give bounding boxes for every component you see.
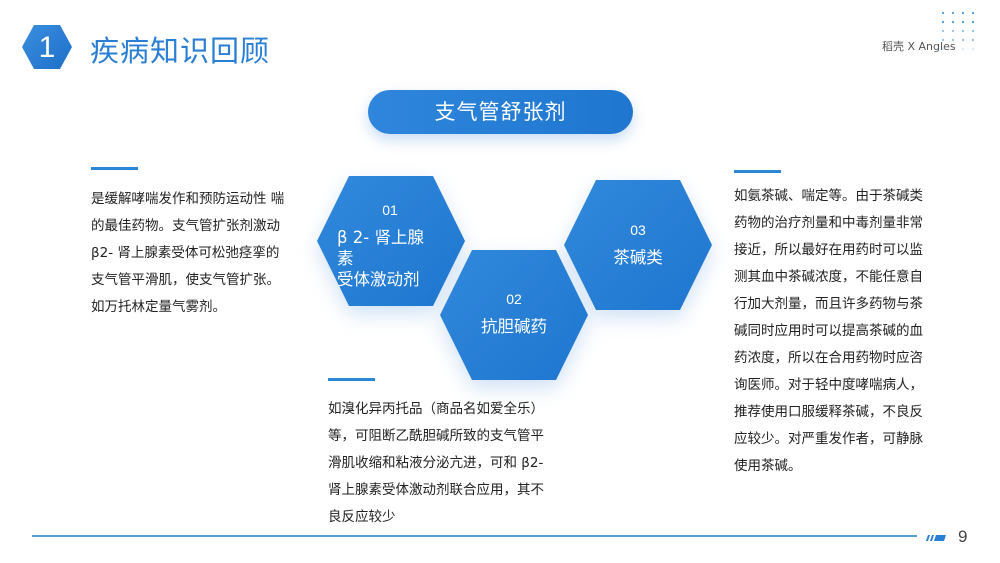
- text-line: 行加大剂量，而且许多药物与茶: [734, 296, 923, 312]
- hexagon-01-icon: [317, 176, 465, 306]
- accent-bar-right: [734, 170, 781, 173]
- text-line: 药浓度，所以在合用药物时应咨: [734, 350, 923, 366]
- page-number: 9: [958, 527, 968, 546]
- footer-stripes-icon: [926, 535, 946, 541]
- hexagon-01-line: 受体激动剂: [337, 270, 420, 289]
- accent-bar-left: [91, 167, 138, 170]
- text-line: 如万托林定量气雾剂。: [91, 299, 226, 315]
- text-line: 的最佳药物。支气管扩张剂激动: [91, 218, 280, 234]
- text-line: 测其血中茶碱浓度，不能任意自: [734, 269, 923, 285]
- text-line: 应较少。对严重发作者，可静脉: [734, 431, 923, 447]
- paragraph-middle: 如溴化异丙托品（商品名如爱全乐） 等，可阻断乙酰胆碱所致的支气管平 滑肌收缩和粘…: [328, 396, 578, 531]
- section-number-hexagon-icon: [22, 25, 72, 69]
- text-line: 支气管平滑肌，使支气管扩张。: [91, 272, 280, 288]
- hexagon-01-line: 素: [337, 249, 354, 268]
- text-line: 接近，所以最好在用药时可以监: [734, 242, 923, 258]
- hexagon-02-line: 抗胆碱药: [481, 317, 547, 336]
- decorative-dots-icon: [941, 11, 975, 51]
- hexagon-03-number: 03: [630, 222, 646, 238]
- topic-pill: 支气管舒张剂: [368, 90, 633, 134]
- paragraph-left: 是缓解哮喘发作和预防运动性 喘 的最佳药物。支气管扩张剂激动 β2- 肾上腺素受…: [91, 186, 306, 321]
- text-line: 是缓解哮喘发作和预防运动性 喘: [91, 191, 285, 207]
- section-number: 1: [38, 31, 56, 64]
- text-line: 使用茶碱。: [734, 458, 802, 474]
- footer-divider: [32, 535, 917, 537]
- hexagon-03-label: 03 茶碱类: [564, 220, 712, 268]
- hexagon-02-number: 02: [506, 291, 522, 307]
- hexagon-01-number: 01: [382, 202, 398, 218]
- text-line: 询医师。对于轻中度哮喘病人，: [734, 377, 923, 393]
- page-title: 疾病知识回顾: [90, 34, 271, 68]
- text-line: 药物的治疗剂量和中毒剂量非常: [734, 215, 923, 231]
- text-line: 碱同时应用时可以提高茶碱的血: [734, 323, 923, 339]
- paragraph-right: 如氨茶碱、喘定等。由于茶碱类 药物的治疗剂量和中毒剂量非常 接近，所以最好在用药…: [734, 183, 954, 480]
- text-line: 滑肌收缩和粘液分泌亢进，可和 β2-: [328, 455, 544, 471]
- accent-bar-middle: [328, 378, 375, 381]
- text-line: 良反应较少: [328, 509, 396, 525]
- text-line: 肾上腺素受体激动剂联合应用，其不: [328, 482, 544, 498]
- brand-label: 稻壳 X Angles: [882, 40, 956, 53]
- hexagon-03-line: 茶碱类: [613, 248, 663, 267]
- text-line: 等，可阻断乙酰胆碱所致的支气管平: [328, 428, 544, 444]
- text-line: 如氨茶碱、喘定等。由于茶碱类: [734, 188, 923, 204]
- text-line: 如溴化异丙托品（商品名如爱全乐）: [328, 401, 544, 417]
- hexagon-02-icon: [440, 250, 588, 380]
- hexagon-02-label: 02 抗胆碱药: [440, 289, 588, 337]
- text-line: β2- 肾上腺素受体可松弛痉挛的: [91, 245, 280, 261]
- hexagon-03-icon: [564, 180, 712, 310]
- hexagon-01-label: 01 β 2- 肾上腺 素 受体激动剂: [330, 200, 458, 290]
- hexagon-01-line: β 2- 肾上腺: [337, 228, 424, 247]
- text-line: 推荐使用口服缓释茶碱，不良反: [734, 404, 923, 420]
